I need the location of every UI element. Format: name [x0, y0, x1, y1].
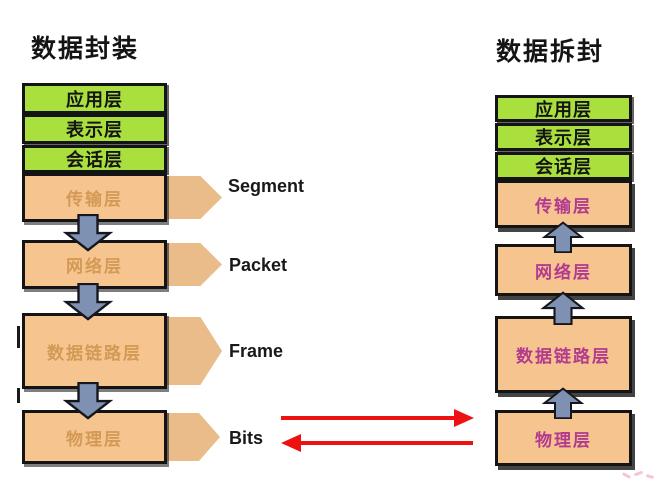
red-arrow-right-icon	[281, 409, 474, 427]
layer-label: 传输层	[535, 196, 592, 216]
left-title: 数据封装	[31, 36, 140, 63]
watermark-fragment	[621, 468, 656, 480]
right-layer-session: 会话层	[495, 152, 632, 180]
layer-label: 网络层	[535, 262, 592, 282]
layer-label: 数据链路层	[47, 343, 142, 363]
left-layer-application: 应用层	[22, 83, 167, 114]
layer-label: 网络层	[66, 257, 123, 276]
up-arrow-icon	[541, 387, 585, 419]
down-arrow-icon	[62, 382, 114, 420]
right-title: 数据拆封	[496, 39, 605, 66]
right-layer-transport: 传输层	[495, 180, 632, 228]
pdu-label-segment: Segment	[228, 176, 305, 196]
right-layer-application: 应用层	[495, 95, 632, 122]
pdu-label-packet: Packet	[229, 255, 288, 275]
scan-artifact	[17, 388, 20, 403]
left-layer-presentation: 表示层	[22, 114, 167, 144]
layer-label: 物理层	[535, 430, 592, 450]
layer-label: 应用层	[535, 99, 592, 120]
left-layer-network: 网络层	[22, 240, 167, 289]
up-arrow-icon	[541, 221, 585, 253]
scan-artifact	[17, 326, 20, 348]
red-arrow-left-icon	[281, 434, 473, 452]
layer-label: 应用层	[66, 89, 123, 110]
left-layer-transport: 传输层	[22, 173, 167, 222]
left-layer-datalink: 数据链路层	[22, 313, 167, 389]
left-layer-physical: 物理层	[22, 410, 167, 464]
down-arrow-icon	[62, 283, 114, 321]
right-layer-datalink: 数据链路层	[495, 316, 632, 393]
layer-label: 表示层	[535, 128, 592, 148]
layer-label: 物理层	[66, 429, 123, 449]
layer-label: 会话层	[535, 157, 592, 177]
left-layer-session: 会话层	[22, 145, 167, 173]
pdu-label-frame: Frame	[229, 341, 284, 361]
down-arrow-icon	[62, 214, 114, 252]
pdu-label-bits: Bits	[229, 428, 264, 448]
layer-label: 会话层	[66, 150, 123, 170]
layer-label: 表示层	[66, 120, 123, 140]
layer-label: 传输层	[66, 190, 123, 209]
up-arrow-icon	[540, 291, 586, 325]
layer-label: 数据链路层	[516, 347, 611, 366]
right-layer-presentation: 表示层	[495, 123, 632, 151]
